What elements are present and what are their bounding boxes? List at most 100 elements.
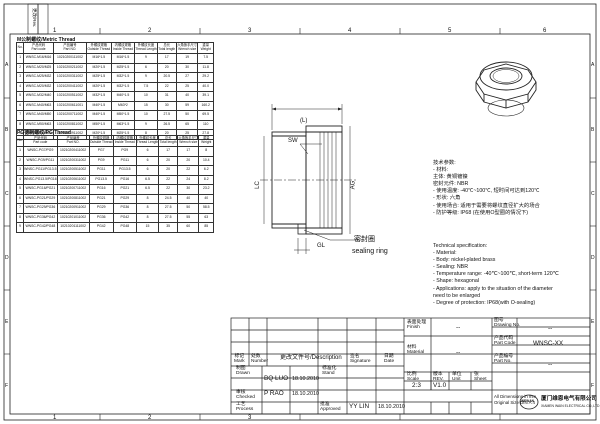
notes-en-line: - Shape: hexagonal xyxy=(433,278,479,285)
notes-en-line: - Body: nickel-plated brass xyxy=(433,257,496,264)
grid-col-5: 5 xyxy=(448,28,452,34)
header-cn: 产品编号 xyxy=(66,136,80,141)
header-cn: 重量 xyxy=(202,136,210,141)
tb-part-code-en: Part Code xyxy=(494,340,516,346)
tb-part-no: 产品编号 Part No. xyxy=(494,354,514,365)
pg-table-title: PG德制螺纹/PG Thread xyxy=(17,130,71,136)
tb-checked-cn: 审核 xyxy=(236,390,246,395)
tb-change-cn: 更改文件号 xyxy=(280,355,311,361)
header-en: Thread Length xyxy=(135,47,157,51)
grid-row-e-right: E xyxy=(591,319,595,325)
header-en: Part code xyxy=(33,140,48,144)
tb-material: 材料 Material xyxy=(407,345,425,356)
table-cell: PG42 xyxy=(88,222,114,233)
notes-en-line: - Temperature range: -40℃~100℃, short-te… xyxy=(433,271,559,278)
header-cn: No. xyxy=(17,138,23,143)
tb-sheet-en: Sheet xyxy=(474,376,487,382)
tb-approved-en: Approved xyxy=(320,406,341,412)
grid-row-d: D xyxy=(5,255,9,261)
notes-cn-line: - 使用温度: -40℃~100℃, 短时间可达到120℃ xyxy=(433,188,540,195)
grid-col-3: 3 xyxy=(248,28,252,34)
tb-number: 处数 Number xyxy=(251,354,268,365)
header-cn: 内螺纹规格 xyxy=(114,43,132,48)
tb-rev-en: REV. xyxy=(433,376,444,382)
tb-drawing-no-value: -- xyxy=(548,325,553,332)
grid-col-1: 1 xyxy=(53,28,57,34)
table-cell: 85 xyxy=(198,222,214,233)
metric-table-title: M公制螺纹/Metric Thread xyxy=(17,37,76,43)
grid-col-2-bottom: 2 xyxy=(148,415,152,421)
tb-approved: 批准 Approved xyxy=(320,402,341,413)
fitting-drawing xyxy=(260,61,537,254)
notes-cn-title: 技术参数: xyxy=(433,160,456,166)
tb-date-en: Date xyxy=(384,358,395,364)
company-name-en: XIAMEN WAIN ELECTRICAL CO.,LTD xyxy=(541,404,600,408)
notes-cn: 技术参数: - 材料: 主体: 黄铜镀镍 密封元件: NBR - 使用温度: -… xyxy=(433,160,540,217)
tb-finish: 表面处理 Finish xyxy=(407,320,426,331)
tb-date: 日期 Date xyxy=(384,354,395,365)
tb-part-no-cn: 产品编号 xyxy=(494,354,514,359)
tb-finish-en: Finish xyxy=(407,324,420,330)
table-cell: 9 xyxy=(15,222,25,233)
tb-unit-en: Unit xyxy=(452,376,461,382)
header-cn: 外螺纹规格 xyxy=(92,136,110,141)
grid-row-c-right: C xyxy=(591,191,595,197)
header-en: Outside Thread xyxy=(87,47,111,51)
tb-mark-cn: 标记 xyxy=(234,354,245,359)
notes-cn-line: 密封元件: NBR xyxy=(433,181,469,188)
notes-cn-line: - 防护等级: IP68 (在使用O型圈的情况下) xyxy=(433,209,529,216)
header-en: Part NO. xyxy=(63,47,77,51)
company-logo xyxy=(519,394,539,410)
notes-cn-line: - 形状: 六角 xyxy=(433,195,461,202)
table-header-cell: No. xyxy=(15,42,25,54)
notes-en-line: - Material: xyxy=(433,250,457,257)
grid-row-a: A xyxy=(5,62,9,68)
tb-rev: 版本 REV. xyxy=(433,372,444,383)
grid-row-a-right: A xyxy=(591,62,595,68)
header-cn: 产品代码 xyxy=(33,136,47,141)
tb-number-cn: 处数 xyxy=(251,354,261,359)
header-cn: No. xyxy=(17,45,23,50)
grid-row-b-right: B xyxy=(591,127,595,133)
notes-en-line: - Degree of protection: IP68(with O-seal… xyxy=(433,299,536,306)
tb-material-en: Material xyxy=(407,349,425,355)
tb-checked-date: 18.10.2010 xyxy=(292,391,319,397)
header-en: Weight xyxy=(201,140,212,144)
tb-mark: 标记 Mark xyxy=(234,354,245,365)
header-cn: 六角扳手尺寸 xyxy=(177,43,198,48)
tb-date-cn: 日期 xyxy=(384,354,394,359)
tb-checked: 审核 Checked xyxy=(236,390,255,401)
tb-unit-cn: 单位 xyxy=(452,372,462,377)
seal-label-cn: 密封圈 xyxy=(354,236,375,243)
grid-row-f: F xyxy=(5,383,9,389)
grid-col-2: 2 xyxy=(148,28,152,34)
tb-drawing-no-en: Drawing No. xyxy=(494,322,521,328)
notes-cn-line: 主体: 黄铜镀镍 xyxy=(433,174,468,181)
tb-part-code: 产品代码 Part Code xyxy=(494,336,516,347)
grid-col-1-bottom: 1 xyxy=(53,415,57,421)
tb-checked-en: Checked xyxy=(236,394,255,400)
tb-material-value: -- xyxy=(456,349,461,356)
tb-part-code-cn: 产品代码 xyxy=(494,336,514,341)
label-l: (L) xyxy=(300,118,308,124)
header-en: Wrench size xyxy=(178,47,197,51)
tb-drawing-no: 图号 Drawing No. xyxy=(494,318,521,329)
notes-cn-line: - 材料: xyxy=(433,167,449,174)
table-header-cell: No. xyxy=(15,135,25,147)
notes-en-line: need to be enlarged xyxy=(433,292,481,299)
tb-dims-note: All Dimensions in mm Original Size DIN A… xyxy=(494,394,536,405)
tb-signature-cn: 签名 xyxy=(350,354,360,359)
